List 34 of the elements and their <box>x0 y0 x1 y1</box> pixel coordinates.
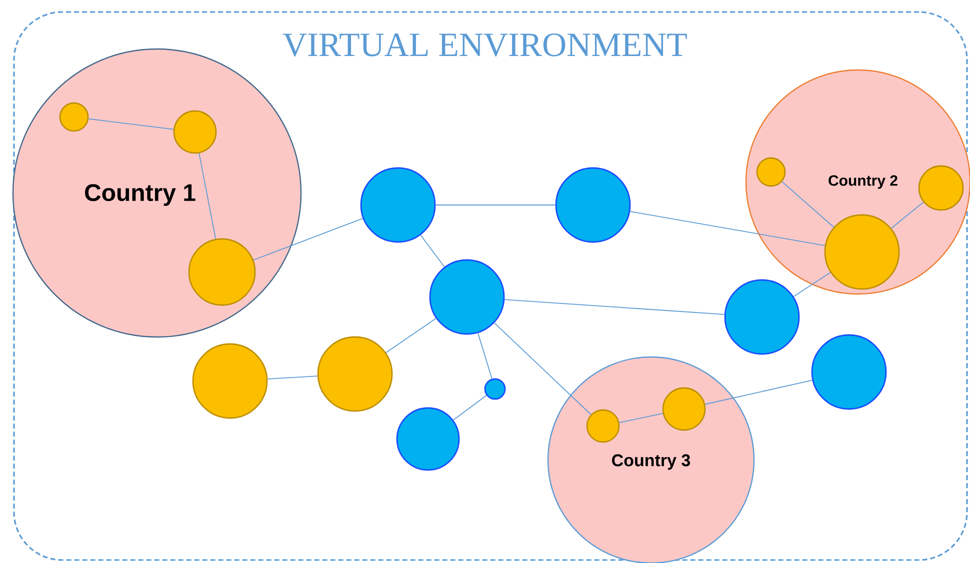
small-circle <box>756 157 786 187</box>
connector-line <box>198 152 216 240</box>
connector-line <box>253 218 364 260</box>
small-circle <box>918 165 964 211</box>
connector-line <box>504 299 725 315</box>
connector-line <box>420 234 445 268</box>
connector-line <box>88 118 174 130</box>
small-circle <box>662 387 706 431</box>
connector-line <box>793 272 831 297</box>
connector-line <box>267 376 318 380</box>
small-circle <box>824 214 900 290</box>
connector-line <box>630 211 826 246</box>
network-circle <box>724 279 800 355</box>
small-circle <box>59 102 89 132</box>
network-circle <box>811 334 887 410</box>
connector-line <box>494 322 592 415</box>
network-circle <box>555 167 631 243</box>
small-circle <box>188 238 256 306</box>
connector-line <box>478 332 492 380</box>
connector-line <box>704 380 813 405</box>
small-circle <box>192 343 268 419</box>
network-circle <box>484 378 506 400</box>
network-circle <box>396 407 460 471</box>
connector-line <box>618 413 664 424</box>
connector-line <box>386 318 436 354</box>
network-circle <box>360 167 436 243</box>
connector-line <box>782 181 834 228</box>
network-circle <box>429 259 505 335</box>
connector-line <box>435 204 556 206</box>
connector-line <box>452 394 487 420</box>
small-circle <box>173 110 217 154</box>
small-circle <box>586 409 620 443</box>
small-circle <box>317 336 393 412</box>
connector-line <box>890 202 924 229</box>
